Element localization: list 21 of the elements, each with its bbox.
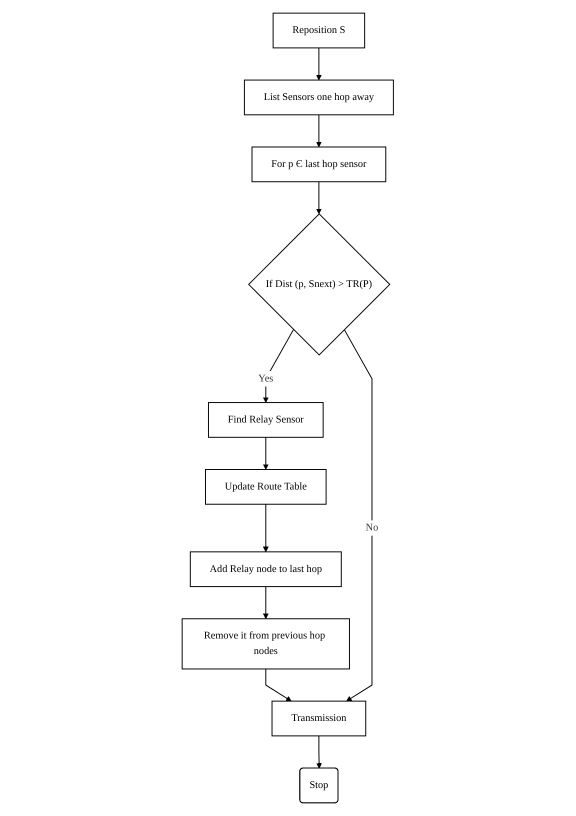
arrow [316, 735, 322, 769]
edge-label: No [366, 522, 379, 534]
node-diamond: If Dist (p, Snext) > TR(P) [248, 213, 391, 356]
arrow [263, 504, 269, 552]
arrow [263, 329, 294, 403]
arrow [263, 436, 269, 470]
edge-label: Yes [258, 372, 274, 384]
node-box: Reposition S [272, 12, 366, 48]
arrow [316, 114, 322, 148]
node-box: For p Є last hop sensor [252, 146, 386, 182]
node-box: List Sensors one hop away [244, 80, 394, 116]
arrow [316, 47, 322, 80]
arrow [316, 181, 322, 214]
arrow [263, 586, 269, 620]
arrow [344, 329, 373, 702]
node-box: Transmission [272, 700, 366, 736]
arrow [266, 668, 292, 702]
node-box: Find Relay Sensor [208, 402, 324, 438]
node-box: Remove it from previous hop nodes [182, 618, 350, 670]
node-box: Update Route Table [205, 469, 327, 505]
node-box: Add Relay node to last hop [190, 551, 342, 588]
